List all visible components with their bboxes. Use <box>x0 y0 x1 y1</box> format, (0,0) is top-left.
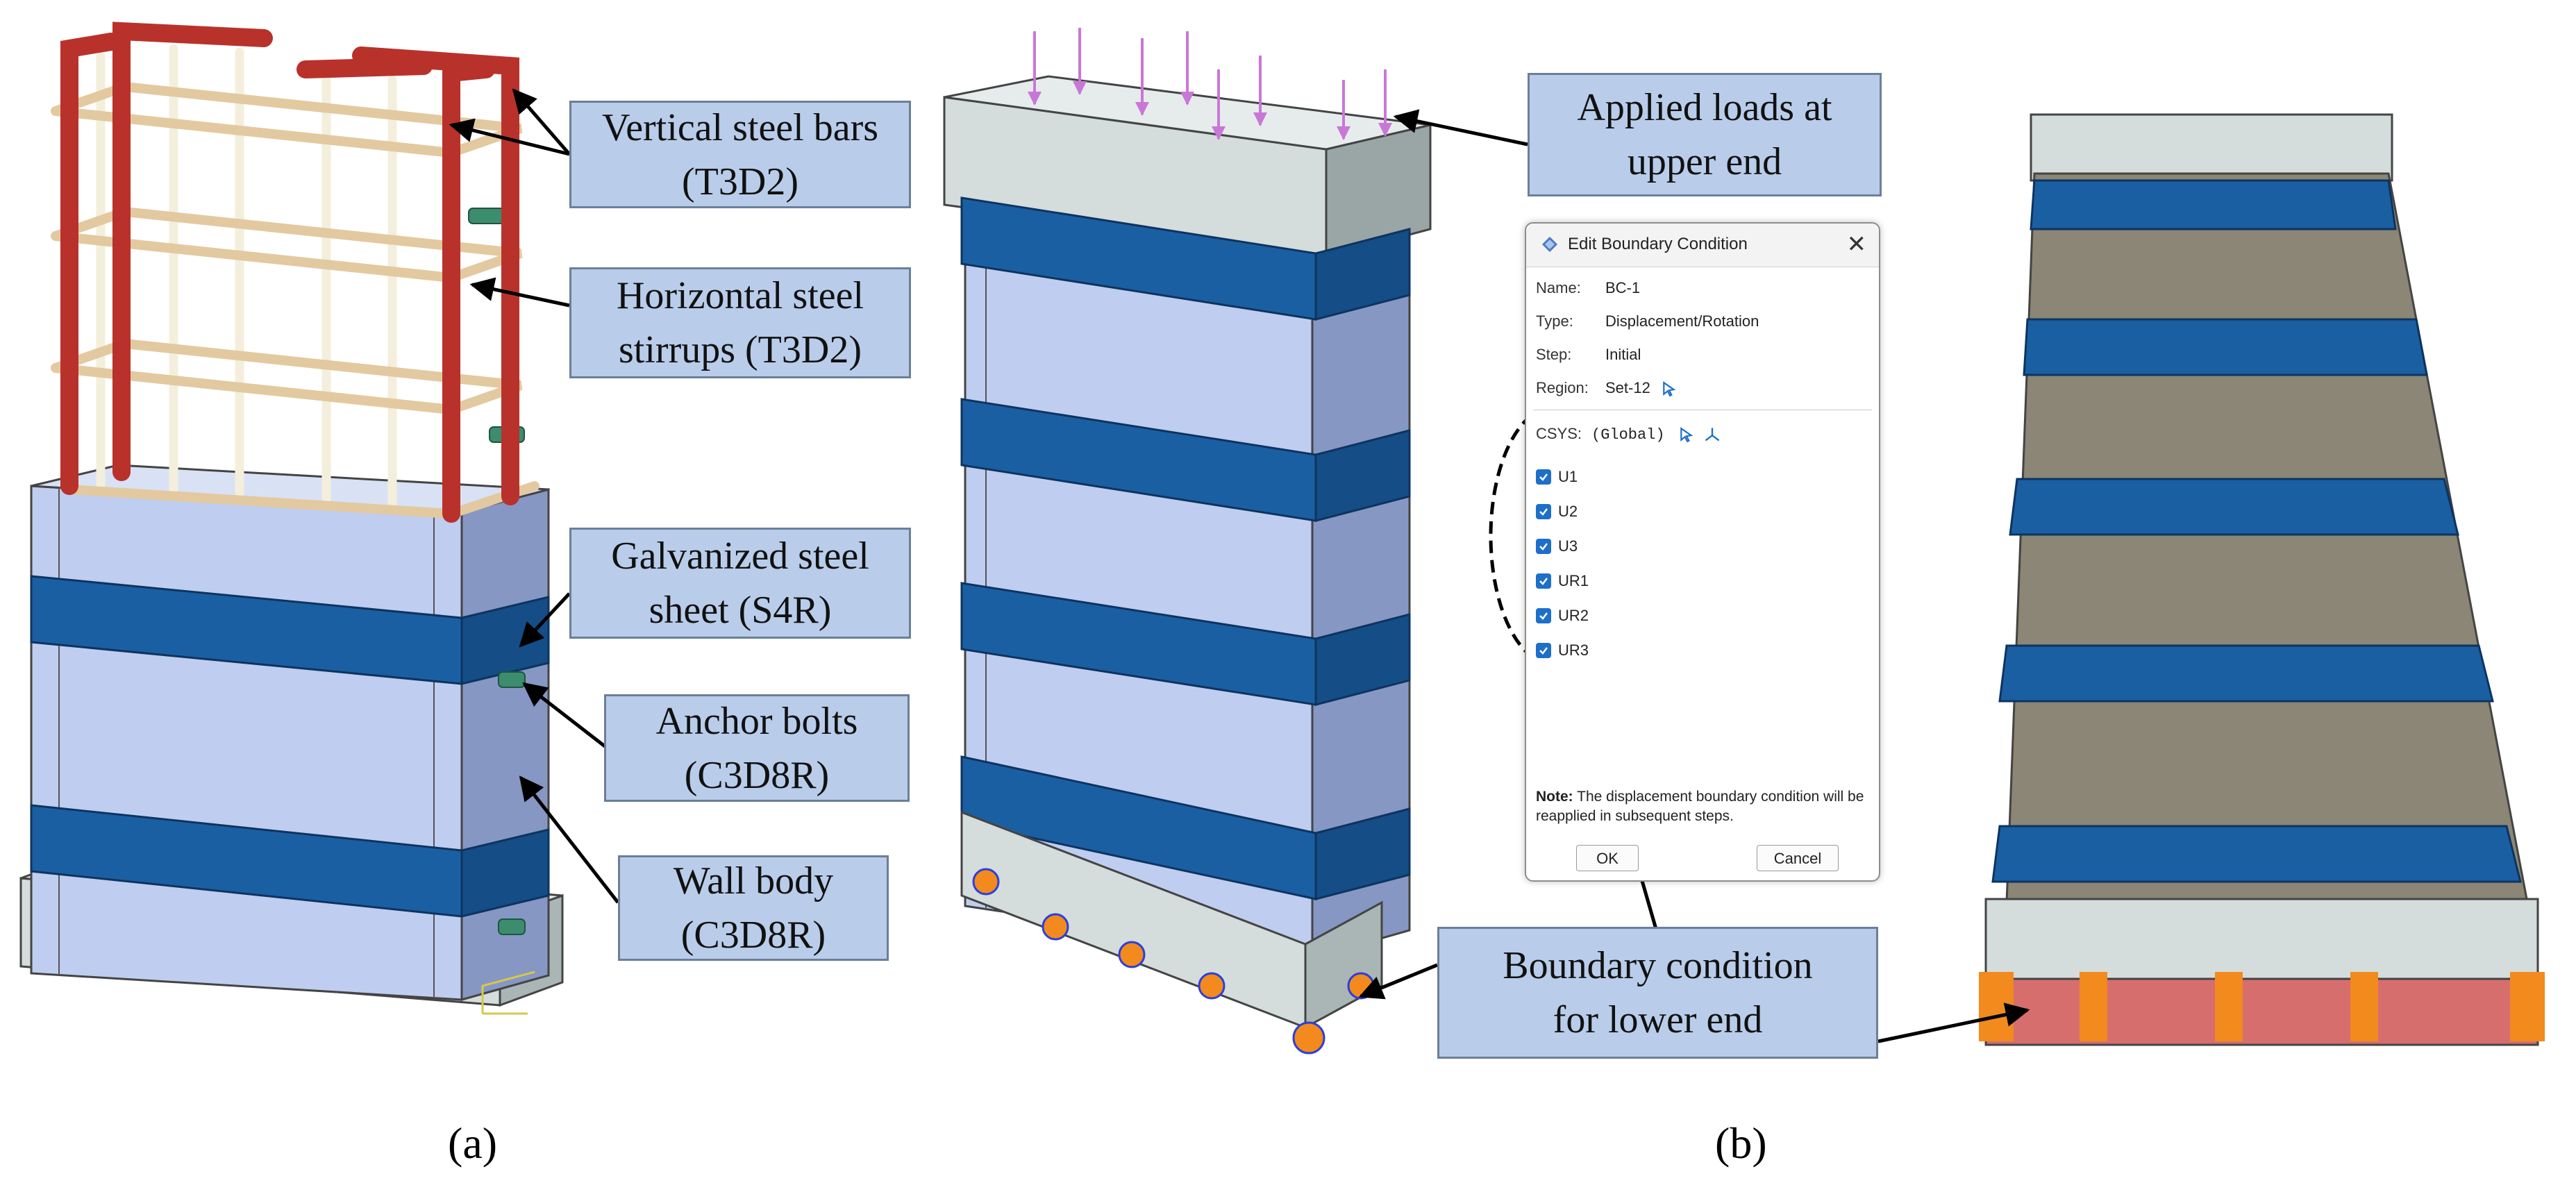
edit-boundary-condition-dialog: Edit Boundary Condition ✕ Name: BC-1 Type… <box>1525 222 1880 882</box>
callout-vertical-line2: (T3D2) <box>682 160 798 203</box>
dialog-note: Note: The displacement boundary conditio… <box>1536 787 1873 826</box>
model-b-wall-body <box>964 203 1411 959</box>
dof-checkbox-ur2[interactable]: UR2 <box>1536 607 1589 625</box>
model-b-right-steel-bands <box>1991 179 2522 883</box>
model-b-middle <box>943 28 1432 1055</box>
model-a-rebar-cage <box>51 22 540 523</box>
callout-anchor-bolts: Anchor bolts (C3D8R) <box>604 694 910 802</box>
model-a-axis-triad <box>481 971 535 1015</box>
dialog-titlebar: Edit Boundary Condition ✕ <box>1526 224 1879 267</box>
cancel-button[interactable]: Cancel <box>1757 845 1839 871</box>
model-a-wall-body <box>30 464 550 1001</box>
csys-select-arrow-icon[interactable] <box>1679 427 1694 443</box>
callout-horizontal-line1: Horizontal steel <box>616 274 864 317</box>
dof-label: U3 <box>1558 537 1578 555</box>
name-label: Name: <box>1536 279 1581 296</box>
model-a-steel-bands <box>30 575 550 918</box>
callout-vertical-line1: Vertical steel bars <box>601 106 879 149</box>
model-b-right-bc-symbols <box>1979 972 2545 1041</box>
region-label: Region: <box>1536 379 1589 396</box>
model-b-right <box>1979 113 2545 1046</box>
region-select-arrow-icon[interactable] <box>1662 381 1677 397</box>
callout-galvanized-sheet: Galvanized steel sheet (S4R) <box>569 528 911 639</box>
csys-label: CSYS: <box>1536 425 1582 442</box>
callout-galvanized-line1: Galvanized steel <box>611 535 869 578</box>
region-value: Set-12 <box>1605 379 1650 396</box>
callout-anchor-line2: (C3D8R) <box>684 753 830 797</box>
dialog-title: Edit Boundary Condition <box>1568 235 1748 253</box>
dof-label: UR2 <box>1558 607 1589 624</box>
model-b-load-arrows <box>1028 28 1392 140</box>
dof-checkbox-ur1[interactable]: UR1 <box>1536 572 1589 590</box>
step-value: Initial <box>1605 346 1641 363</box>
type-value: Displacement/Rotation <box>1605 312 1759 330</box>
callout-applied-loads: Applied loads at upper end <box>1528 73 1882 196</box>
close-icon[interactable]: ✕ <box>1846 231 1867 258</box>
dialog-name-row: Name: BC-1 <box>1536 279 1640 297</box>
callout-boundary-line2: for lower end <box>1553 998 1763 1041</box>
callout-wall-line2: (C3D8R) <box>680 914 826 957</box>
dialog-csys-row: CSYS: (Global) <box>1536 425 1721 444</box>
step-label: Step: <box>1536 346 1572 363</box>
dof-checkbox-u1[interactable]: U1 <box>1536 468 1578 486</box>
checkmark-icon[interactable] <box>1536 608 1551 623</box>
checkmark-icon[interactable] <box>1536 643 1551 658</box>
ok-button[interactable]: OK <box>1576 845 1639 871</box>
model-b-steel-bands <box>960 196 1411 900</box>
dof-label: U2 <box>1558 503 1578 520</box>
callout-boundary-line1: Boundary condition <box>1503 944 1813 987</box>
callout-boundary-condition: Boundary condition for lower end <box>1437 927 1878 1059</box>
checkmark-icon[interactable] <box>1536 469 1551 485</box>
callout-loads-line1: Applied loads at <box>1577 86 1832 129</box>
checkmark-icon[interactable] <box>1536 504 1551 519</box>
model-a <box>19 22 564 1015</box>
dof-checkbox-ur3[interactable]: UR3 <box>1536 641 1589 660</box>
callout-anchor-line1: Anchor bolts <box>655 699 858 743</box>
callout-horizontal-stirrups: Horizontal steel stirrups (T3D2) <box>569 267 911 378</box>
panel-label-a: (a) <box>448 1118 498 1168</box>
callout-wall-line1: Wall body <box>673 859 834 903</box>
dialog-step-row: Step: Initial <box>1536 346 1641 364</box>
callout-galvanized-line2: sheet (S4R) <box>649 589 832 632</box>
type-label: Type: <box>1536 312 1573 330</box>
csys-create-triad-icon[interactable] <box>1704 426 1721 443</box>
dof-label: UR1 <box>1558 572 1589 589</box>
callout-loads-line2: upper end <box>1627 140 1782 183</box>
abaqus-logo-icon <box>1542 237 1557 252</box>
name-value: BC-1 <box>1605 279 1641 296</box>
dof-label: UR3 <box>1558 641 1589 659</box>
note-text: The displacement boundary condition will… <box>1536 789 1864 824</box>
callout-wall-body: Wall body (C3D8R) <box>618 855 889 961</box>
callout-vertical-steel-bars: Vertical steel bars (T3D2) <box>569 101 911 208</box>
dialog-region-row: Region: Set-12 <box>1536 379 1677 397</box>
csys-value: (Global) <box>1591 426 1665 444</box>
dof-label: U1 <box>1558 468 1578 485</box>
note-label: Note: <box>1536 789 1573 805</box>
dialog-type-row: Type: Displacement/Rotation <box>1536 312 1759 330</box>
checkmark-icon[interactable] <box>1536 539 1551 554</box>
panel-label-b: (b) <box>1715 1118 1767 1168</box>
dof-checkbox-u3[interactable]: U3 <box>1536 537 1578 555</box>
dof-checkbox-u2[interactable]: U2 <box>1536 503 1578 521</box>
callout-horizontal-line2: stirrups (T3D2) <box>619 328 862 371</box>
checkmark-icon[interactable] <box>1536 573 1551 589</box>
